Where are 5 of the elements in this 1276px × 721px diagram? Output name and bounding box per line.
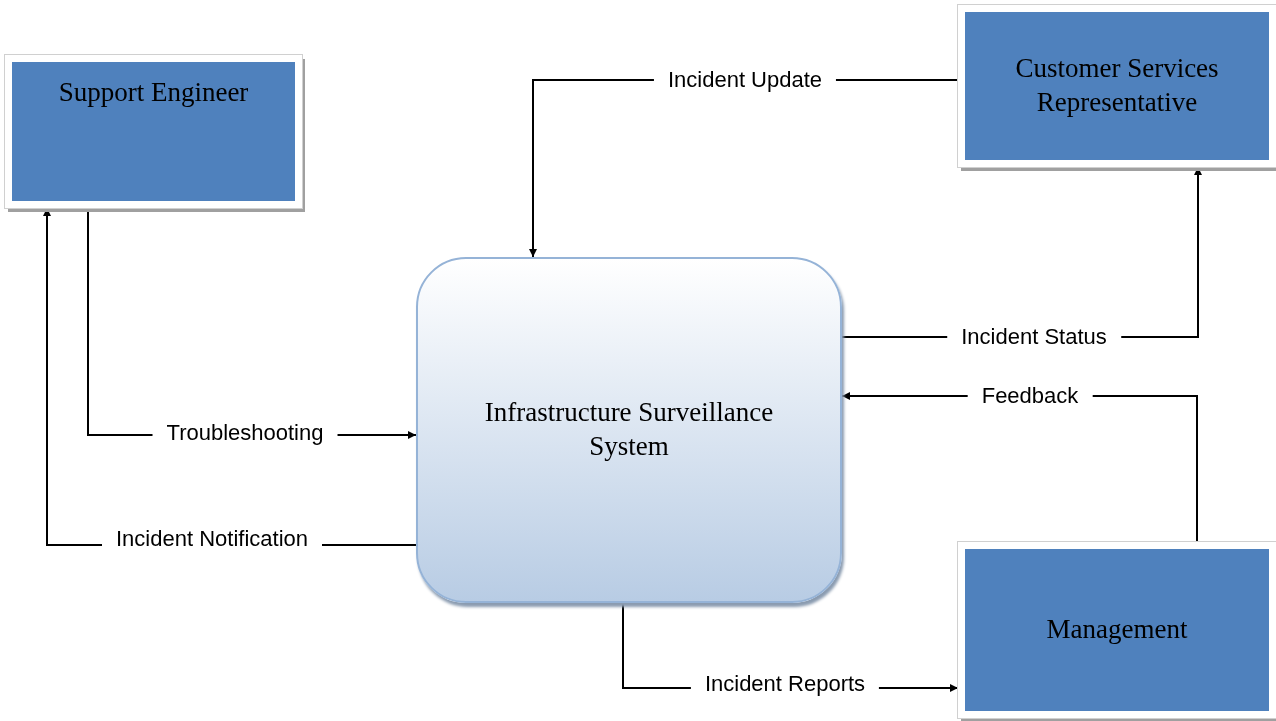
node-label: Infrastructure Surveillance System bbox=[483, 396, 775, 463]
node-label: Support Engineer bbox=[58, 76, 249, 109]
node-label: Management bbox=[1046, 613, 1188, 647]
process-box bbox=[416, 257, 842, 603]
node-label: Customer Services Representative bbox=[1014, 52, 1220, 119]
